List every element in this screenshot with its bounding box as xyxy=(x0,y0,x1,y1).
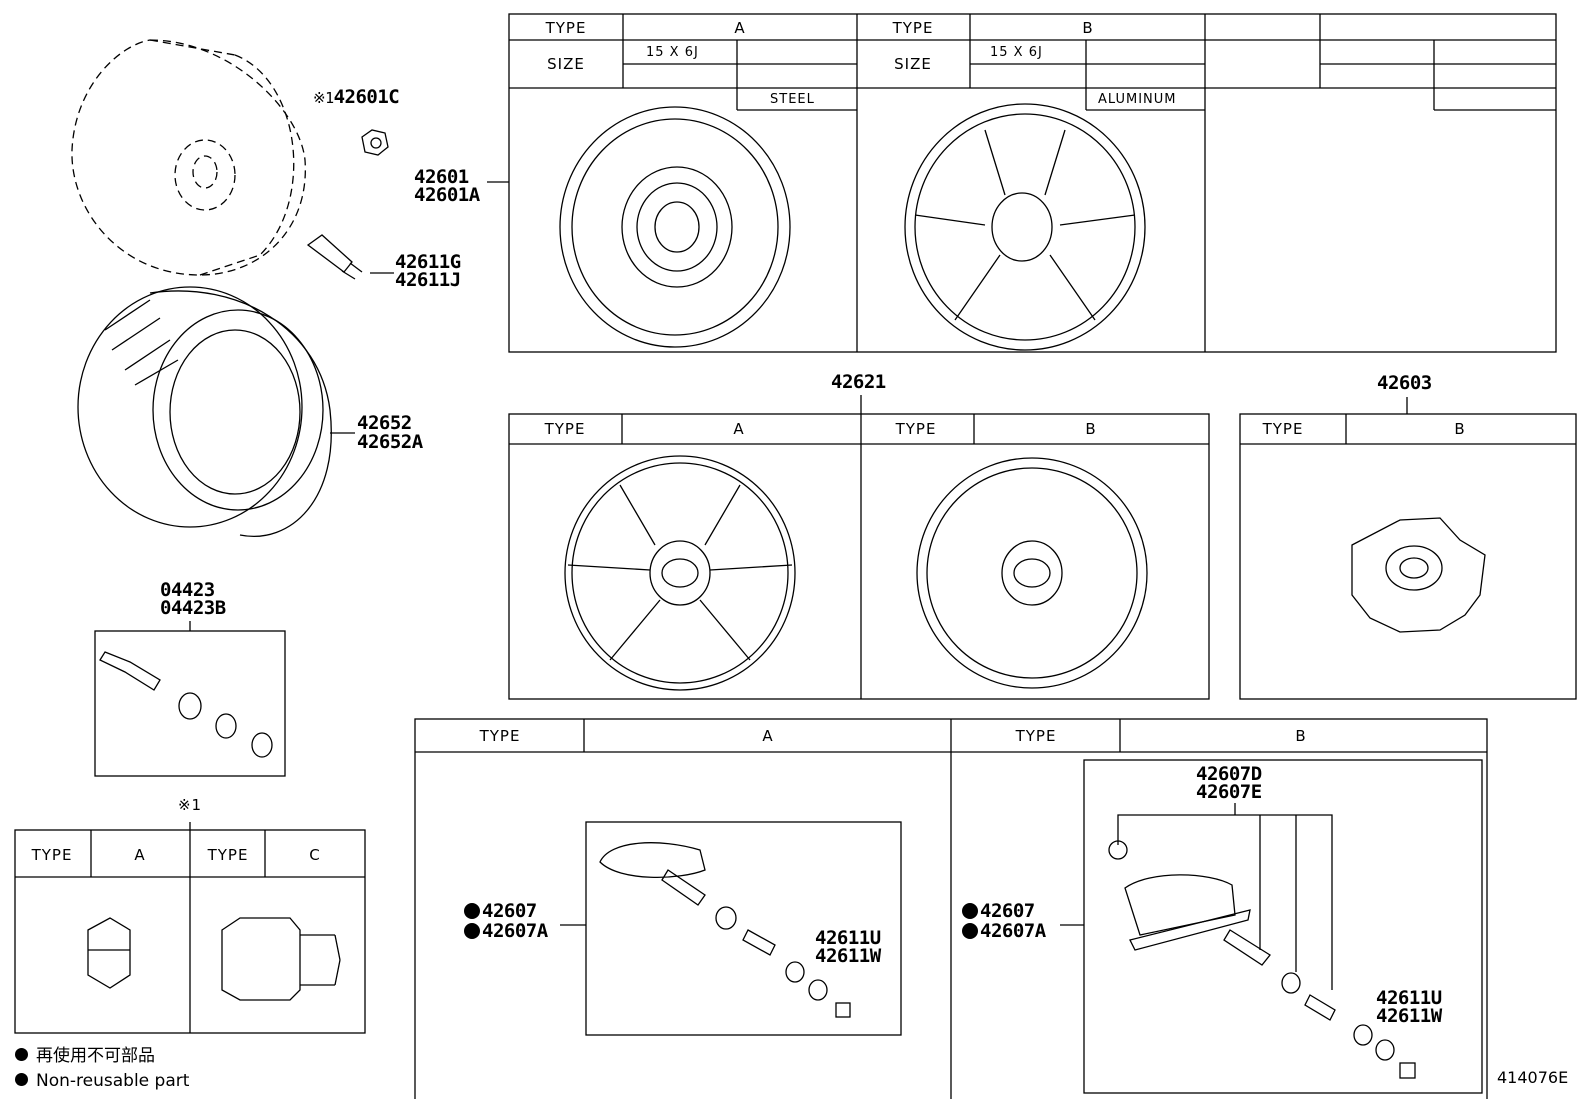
tire-drawing xyxy=(77,286,332,537)
nut-col-a: A xyxy=(134,846,146,864)
wheel-part-number-1: 42601 xyxy=(414,166,469,188)
nut-a-drawing xyxy=(87,917,131,989)
nut-type-c-header: TYPE xyxy=(207,846,249,864)
top-table-grid xyxy=(508,13,1557,353)
sensor-type-a-header: TYPE xyxy=(479,727,521,745)
non-reusable-dot xyxy=(962,903,978,919)
top-type-b-header: TYPE xyxy=(892,19,934,37)
sensor-a-valve-part-number-2: 42611W xyxy=(815,945,881,967)
material-a-value: STEEL xyxy=(770,92,815,107)
top-col-a: A xyxy=(734,19,746,37)
size-b-value: 15 X 6J xyxy=(990,45,1043,60)
wheel-part-number-2: 42601A xyxy=(414,184,480,206)
nut-table-grid xyxy=(14,822,366,1034)
sensor-a-drawing xyxy=(599,842,851,1018)
size-a-value: 15 X 6J xyxy=(646,45,699,60)
cap-col-a: A xyxy=(733,420,745,438)
sensor-b-valve-part-number-1: 42611U xyxy=(1376,987,1442,1009)
wheel-cap-a-drawing xyxy=(564,455,796,691)
tire-part-number-2: 42652A xyxy=(357,431,423,453)
tire-outline-drawing xyxy=(71,39,306,276)
sensor-col-b: B xyxy=(1295,727,1307,745)
cap-table-grid xyxy=(508,413,1210,700)
sensor-table-grid xyxy=(414,718,1488,1099)
sensor-a-number-1: 42607 xyxy=(482,900,537,922)
diagram-id: 414076E xyxy=(1497,1068,1569,1087)
sensor-type-b-header: TYPE xyxy=(1015,727,1057,745)
aluminum-wheel-drawing xyxy=(904,103,1146,351)
cap-type-a-header: TYPE xyxy=(544,420,586,438)
material-b-value: ALUMINUM xyxy=(1098,92,1177,107)
sensor-a-valve-part-number-1: 42611U xyxy=(815,927,881,949)
sensor-a-part-number-2: 42607A xyxy=(464,921,548,941)
top-type-a-header: TYPE xyxy=(545,19,587,37)
top-size-a-header: SIZE xyxy=(547,55,585,73)
non-reusable-dot xyxy=(464,903,480,919)
center-cap-drawing xyxy=(1351,517,1486,633)
non-reusable-dot xyxy=(962,923,978,939)
sensor-a-number-2: 42607A xyxy=(482,920,548,942)
sensor-b-drawing xyxy=(1108,840,1416,1079)
sensor-b-sub-part-number-2: 42607E xyxy=(1196,781,1262,803)
valve-part-number-2: 42611J xyxy=(395,269,461,291)
nut-c-drawing xyxy=(221,917,341,1001)
center-col-b: B xyxy=(1454,420,1466,438)
sensor-col-a: A xyxy=(762,727,774,745)
non-reusable-dot xyxy=(464,923,480,939)
top-col-b: B xyxy=(1082,19,1094,37)
sensor-b-number-1: 42607 xyxy=(980,900,1035,922)
valve-stem-drawing xyxy=(306,234,363,280)
nut-part-number: 42601C xyxy=(333,86,400,108)
legend-en-text: Non-reusable part xyxy=(36,1071,190,1091)
sensor-b-part-number-2: 42607A xyxy=(962,921,1046,941)
valve-part-number-1: 42611G xyxy=(395,251,461,273)
center-cap-table-grid xyxy=(1239,413,1577,700)
legend-jp: 再使用不可部品 xyxy=(15,1047,155,1065)
valve-kit-part-number-1: 04423 xyxy=(160,579,215,601)
legend-jp-text: 再使用不可部品 xyxy=(36,1046,155,1066)
legend-en: Non-reusable part xyxy=(15,1072,189,1090)
valve-kit-part-number-2: 04423B xyxy=(160,597,226,619)
nut-note-mark: ※1 xyxy=(177,796,203,814)
sensor-b-valve-part-number-2: 42611W xyxy=(1376,1005,1442,1027)
sensor-b-part-number-1: 42607 xyxy=(962,901,1035,921)
nut-mark-label: ※142601C xyxy=(313,86,400,108)
cap-type-b-header: TYPE xyxy=(895,420,937,438)
wheel-cap-part-number: 42621 xyxy=(831,371,886,393)
nut-col-c: C xyxy=(309,846,321,864)
sensor-a-part-number-1: 42607 xyxy=(464,901,537,921)
valve-kit-box xyxy=(94,621,286,777)
top-size-b-header: SIZE xyxy=(894,55,932,73)
nut-mark: ※1 xyxy=(313,89,334,107)
sensor-b-number-2: 42607A xyxy=(980,920,1046,942)
leader-lines xyxy=(330,181,1408,990)
center-cap-part-number: 42603 xyxy=(1377,372,1432,394)
wheel-cap-b-drawing xyxy=(916,457,1148,689)
tire-part-number-1: 42652 xyxy=(357,412,412,434)
legend-dot-icon xyxy=(15,1048,28,1061)
steel-wheel-drawing xyxy=(559,106,791,348)
nut-type-a-header: TYPE xyxy=(31,846,73,864)
sensor-b-sub-part-number-1: 42607D xyxy=(1196,763,1262,785)
lug-nut-small-drawing xyxy=(361,129,389,156)
cap-col-b: B xyxy=(1085,420,1097,438)
legend-dot-icon xyxy=(15,1073,28,1086)
center-type-header: TYPE xyxy=(1262,420,1304,438)
